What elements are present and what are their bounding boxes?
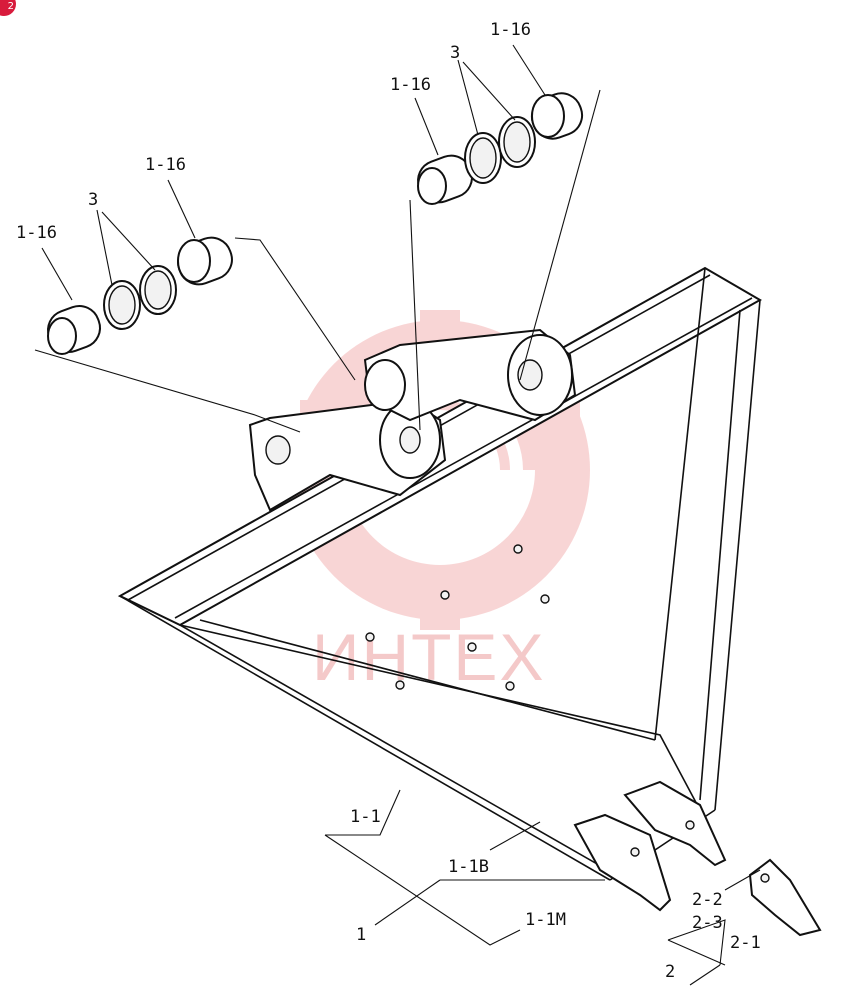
label-1-1m: 1-1M: [525, 910, 566, 930]
label-3-left: 3: [88, 190, 98, 210]
label-1: 1: [356, 925, 366, 945]
leader-lines: [34, 44, 761, 986]
label-2-1: 2-1: [730, 933, 761, 953]
right-pin-group: [417, 92, 584, 205]
left-bracket: [248, 398, 447, 512]
left-pin-group: [47, 236, 233, 355]
label-1-1: 1-1: [350, 807, 381, 827]
right-bracket: [363, 328, 577, 422]
label-1-1b: 1-1B: [448, 857, 489, 877]
label-2-2: 2-2: [692, 890, 723, 910]
label-1-16-left: 1-16: [145, 155, 186, 175]
label-1-16-far-left: 1-16: [16, 223, 57, 243]
tooth-2-1: [748, 858, 822, 937]
label-3-right: 3: [450, 43, 460, 63]
bucket-teeth: [573, 780, 727, 912]
page-badge: 2: [0, 0, 16, 16]
label-2: 2: [665, 962, 675, 982]
label-1-16-right: 1-16: [490, 20, 531, 40]
label-1-16-center: 1-16: [390, 75, 431, 95]
label-2-3: 2-3: [692, 913, 723, 933]
